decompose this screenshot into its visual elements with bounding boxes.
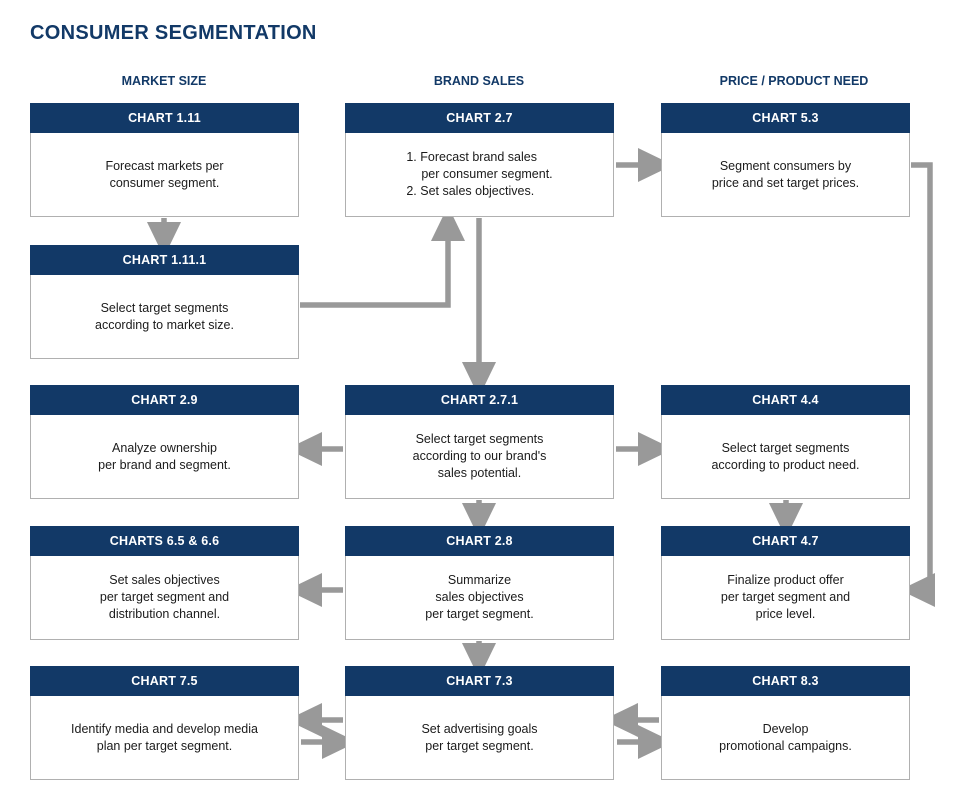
node-header-chart-7-5: CHART 7.5 xyxy=(30,666,299,696)
node-chart-7-3[interactable]: CHART 7.3 Set advertising goals per targ… xyxy=(345,666,614,780)
node-body-chart-2-9: Analyze ownership per brand and segment. xyxy=(31,415,298,498)
node-chart-1-11-1[interactable]: CHART 1.11.1 Select target segments acco… xyxy=(30,245,299,359)
node-body-chart-2-7-1: Select target segments according to our … xyxy=(346,415,613,498)
list-item: 2. Set sales objectives. xyxy=(406,184,535,198)
column-header-brand-sales: BRAND SALES xyxy=(433,74,525,88)
column-header-market-size: MARKET SIZE xyxy=(121,74,207,88)
node-body-chart-8-3: Develop promotional campaigns. xyxy=(662,696,909,779)
node-header-chart-2-7-1: CHART 2.7.1 xyxy=(345,385,614,415)
column-header-price-product-need: PRICE / PRODUCT NEED xyxy=(719,74,869,88)
node-chart-2-7[interactable]: CHART 2.7 1. Forecast brand sales per co… xyxy=(345,103,614,217)
node-text-chart-2-7-1: Select target segments according to our … xyxy=(412,432,547,480)
node-text-chart-4-4: Select target segments according to prod… xyxy=(711,440,860,472)
node-body-chart-2-7: 1. Forecast brand sales per consumer seg… xyxy=(346,133,613,216)
node-chart-2-9[interactable]: CHART 2.9 Analyze ownership per brand an… xyxy=(30,385,299,499)
node-text-chart-4-7: Finalize product offer per target segmen… xyxy=(720,573,851,621)
connector-1-11-1-to-2-7 xyxy=(300,205,466,308)
node-chart-2-7-1[interactable]: CHART 2.7.1 Select target segments accor… xyxy=(345,385,614,499)
node-chart-2-8[interactable]: CHART 2.8 Summarize sales objectives per… xyxy=(345,526,614,640)
node-body-charts-6-5-6-6: Set sales objectives per target segment … xyxy=(31,556,298,639)
node-text-chart-5-3: Segment consumers by price and set targe… xyxy=(711,158,860,190)
node-chart-4-4[interactable]: CHART 4.4 Select target segments accordi… xyxy=(661,385,910,499)
node-text-chart-8-3: Develop promotional campaigns. xyxy=(719,721,852,753)
node-text-chart-7-3: Set advertising goals per target segment… xyxy=(421,721,538,753)
connector-5-3-to-4-7 xyxy=(899,162,936,608)
node-chart-7-5[interactable]: CHART 7.5 Identify media and develop med… xyxy=(30,666,299,780)
node-chart-4-7[interactable]: CHART 4.7 Finalize product offer per tar… xyxy=(661,526,910,640)
node-header-chart-1-11-1: CHART 1.11.1 xyxy=(30,245,299,275)
node-body-chart-4-4: Select target segments according to prod… xyxy=(662,415,909,498)
list-item: 1. Forecast brand sales per consumer seg… xyxy=(406,150,553,181)
node-header-chart-7-3: CHART 7.3 xyxy=(345,666,614,696)
node-text-chart-2-8: Summarize sales objectives per target se… xyxy=(425,573,534,621)
node-text-chart-7-5: Identify media and develop media plan pe… xyxy=(71,721,258,753)
node-body-chart-7-3: Set advertising goals per target segment… xyxy=(346,696,613,779)
node-header-chart-5-3: CHART 5.3 xyxy=(661,103,910,133)
node-text-chart-1-11-1: Select target segments according to mark… xyxy=(95,300,234,332)
node-text-chart-2-9: Analyze ownership per brand and segment. xyxy=(98,440,231,472)
node-chart-1-11[interactable]: CHART 1.11 Forecast markets per consumer… xyxy=(30,103,299,217)
node-charts-6-5-6-6[interactable]: CHARTS 6.5 & 6.6 Set sales objectives pe… xyxy=(30,526,299,640)
node-chart-8-3[interactable]: CHART 8.3 Develop promotional campaigns. xyxy=(661,666,910,780)
node-list-chart-2-7: 1. Forecast brand sales per consumer seg… xyxy=(406,149,552,200)
node-text-chart-1-11: Forecast markets per consumer segment. xyxy=(105,158,224,190)
node-body-chart-7-5: Identify media and develop media plan pe… xyxy=(31,696,298,779)
node-body-chart-5-3: Segment consumers by price and set targe… xyxy=(662,133,909,216)
node-body-chart-1-11: Forecast markets per consumer segment. xyxy=(31,133,298,216)
node-chart-5-3[interactable]: CHART 5.3 Segment consumers by price and… xyxy=(661,103,910,217)
node-header-chart-8-3: CHART 8.3 xyxy=(661,666,910,696)
page-title: CONSUMER SEGMENTATION xyxy=(30,22,317,44)
node-header-chart-4-7: CHART 4.7 xyxy=(661,526,910,556)
node-header-charts-6-5-6-6: CHARTS 6.5 & 6.6 xyxy=(30,526,299,556)
node-header-chart-2-8: CHART 2.8 xyxy=(345,526,614,556)
node-text-charts-6-5-6-6: Set sales objectives per target segment … xyxy=(99,573,230,621)
node-body-chart-1-11-1: Select target segments according to mark… xyxy=(31,275,298,358)
node-header-chart-4-4: CHART 4.4 xyxy=(661,385,910,415)
node-header-chart-2-9: CHART 2.9 xyxy=(30,385,299,415)
node-body-chart-2-8: Summarize sales objectives per target se… xyxy=(346,556,613,639)
node-header-chart-1-11: CHART 1.11 xyxy=(30,103,299,133)
node-header-chart-2-7: CHART 2.7 xyxy=(345,103,614,133)
node-body-chart-4-7: Finalize product offer per target segmen… xyxy=(662,556,909,639)
